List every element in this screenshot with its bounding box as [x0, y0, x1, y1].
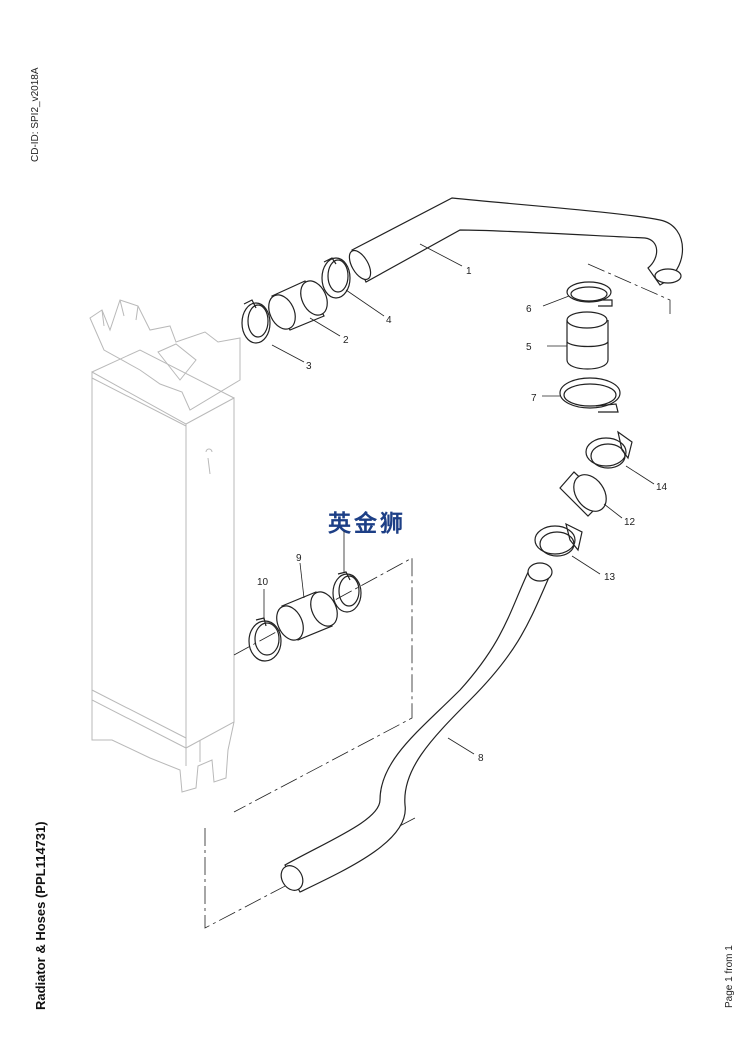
clamp-part-13: [534, 522, 583, 557]
callout-7: 7: [531, 393, 537, 404]
clamp-part-7: [559, 377, 621, 413]
hose-part-8: [280, 562, 553, 893]
callout-13: 13: [604, 572, 616, 583]
callouts: 1 2 3 4 5 6 7 8 9 10 12 13 14: [257, 266, 668, 764]
sleeve-part-2: [268, 280, 328, 331]
leader-lines: [263, 243, 655, 755]
callout-12: 12: [624, 517, 636, 528]
callout-14: 14: [656, 482, 668, 493]
clamp-part-3: [241, 299, 271, 344]
callout-6: 6: [526, 304, 532, 315]
callout-10: 10: [257, 577, 269, 588]
callout-1: 1: [466, 266, 472, 277]
clamp-part-11: [332, 571, 362, 613]
callout-9: 9: [296, 553, 302, 564]
hose-part-1: [348, 197, 683, 286]
callout-5: 5: [526, 342, 532, 353]
radiator-ghost: [89, 299, 241, 793]
clamp-part-4: [321, 257, 351, 299]
callout-4: 4: [386, 315, 392, 326]
coupling-part-5: [566, 311, 609, 370]
coupling-part-12: [559, 471, 607, 517]
sleeve-part-9: [276, 591, 338, 641]
clamp-part-6: [566, 281, 613, 307]
callout-8: 8: [478, 753, 484, 764]
clamp-part-10: [248, 617, 282, 662]
watermark: 英金狮: [328, 511, 406, 537]
callout-3: 3: [306, 361, 312, 372]
callout-2: 2: [343, 335, 349, 346]
clamp-part-14: [585, 430, 633, 469]
